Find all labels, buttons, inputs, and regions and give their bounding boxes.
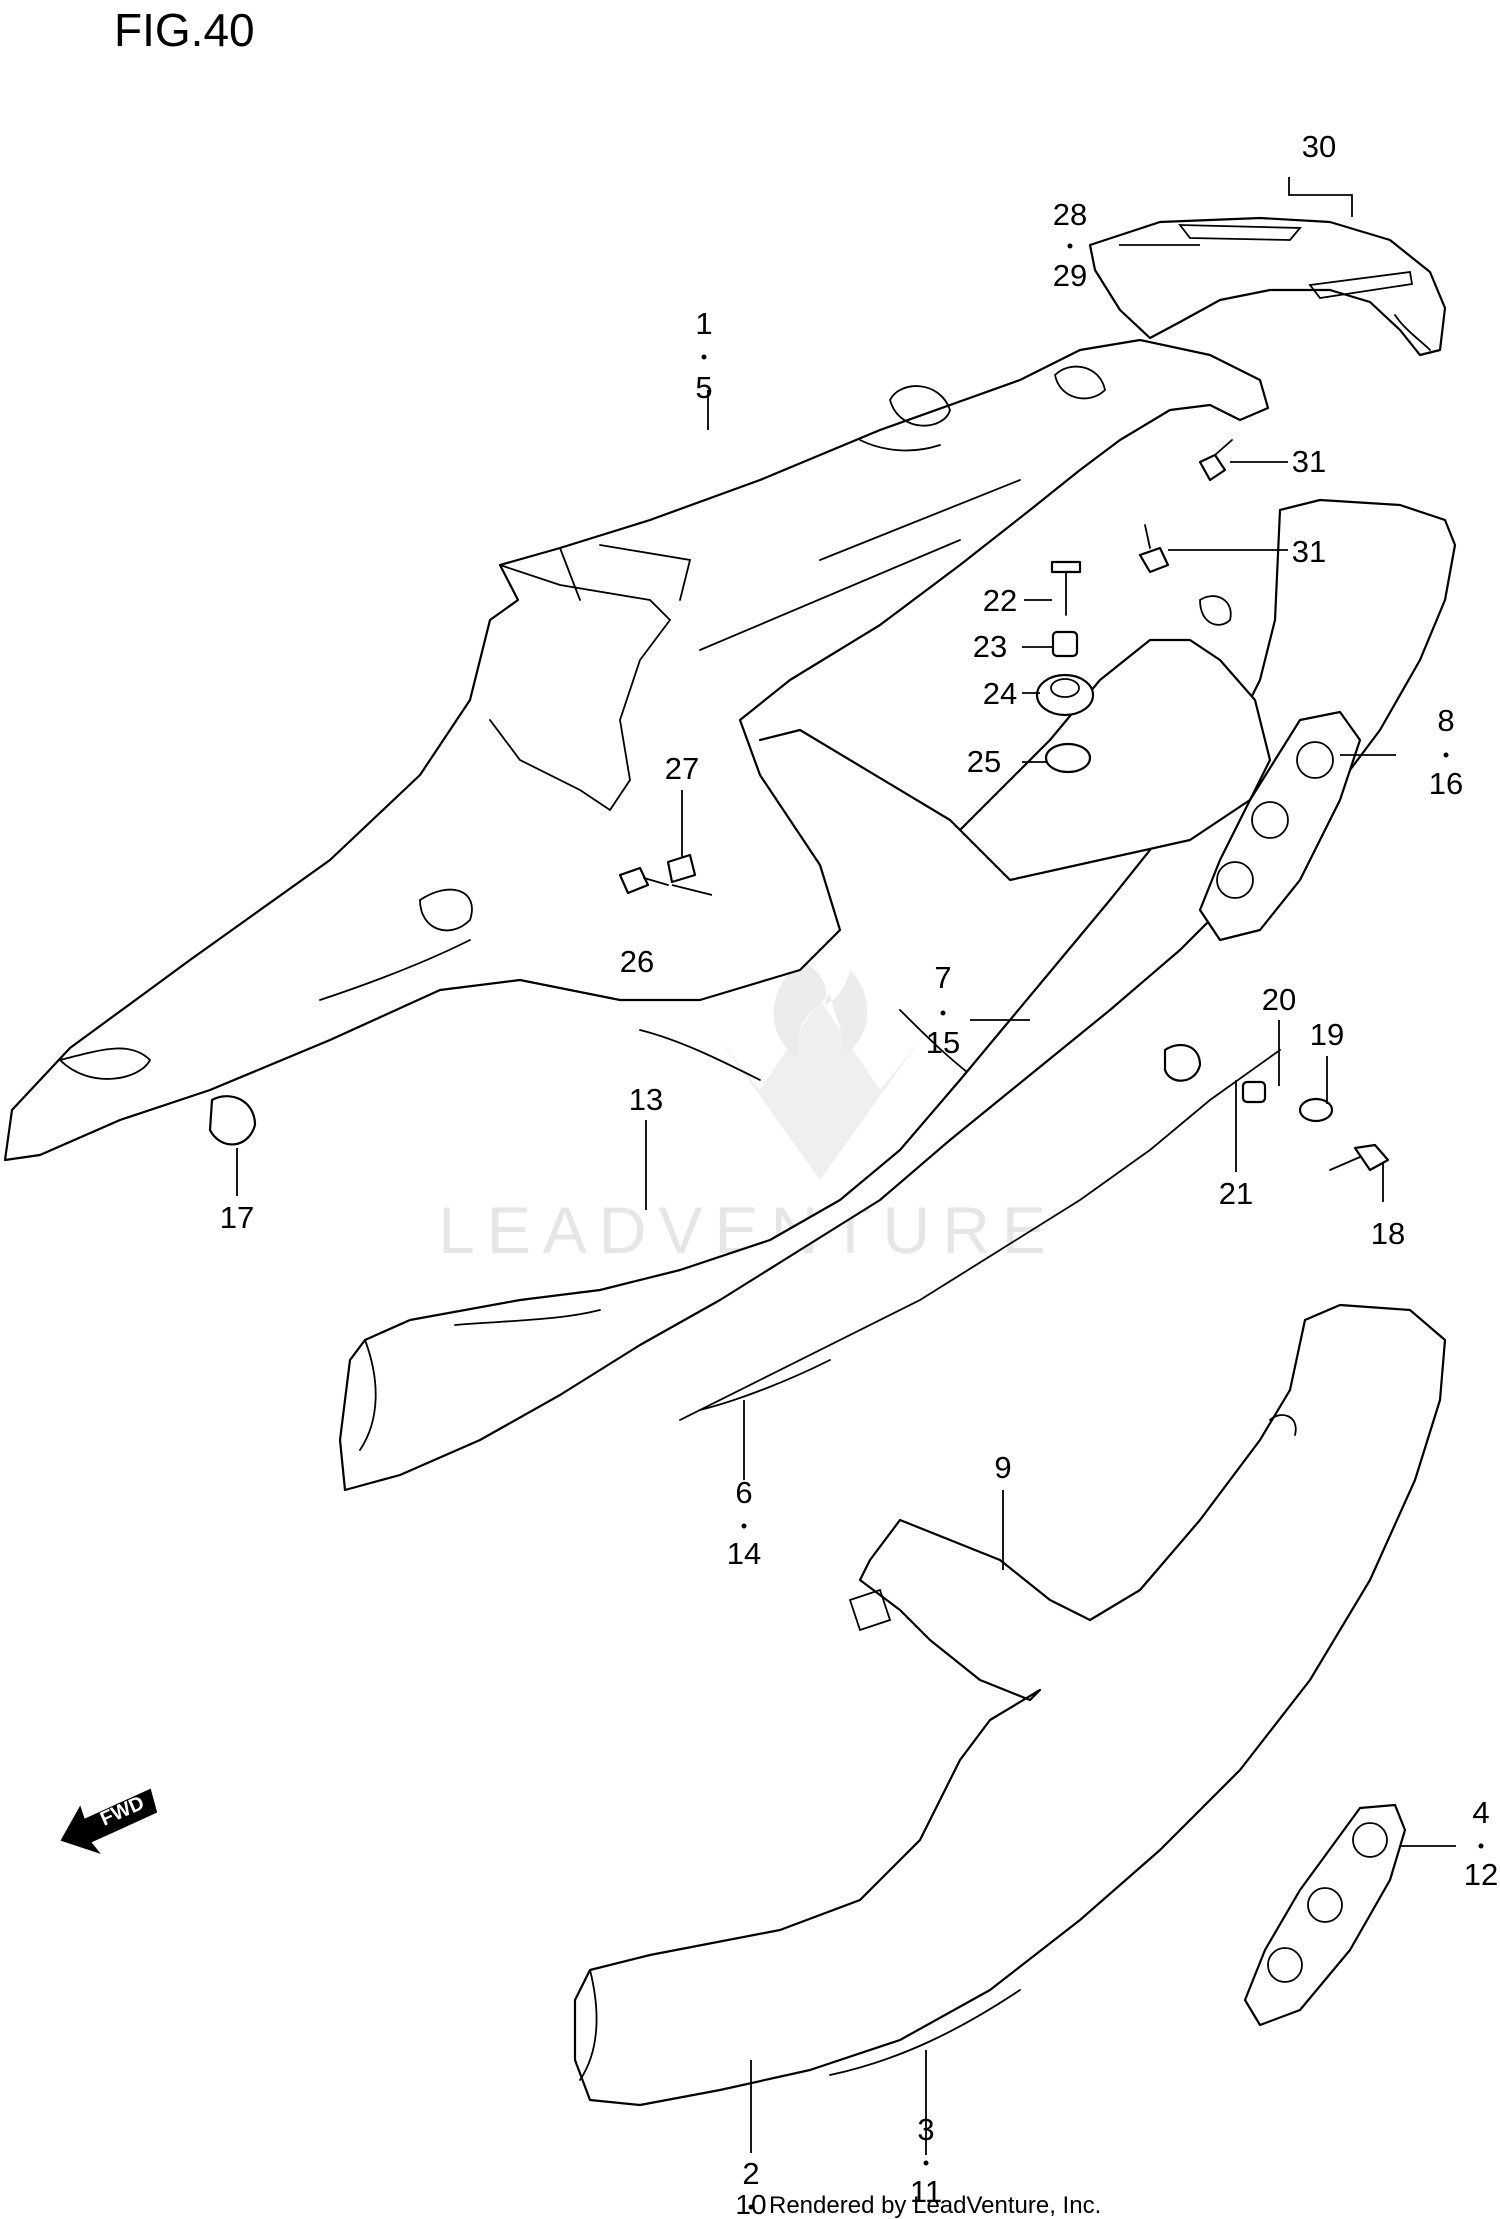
callout-9: 9 — [994, 1450, 1011, 1485]
callout-1: 1 — [695, 306, 712, 341]
callout-6: 6 — [735, 1475, 752, 1510]
callout-28: 28 — [1053, 197, 1087, 232]
callout-12: 12 — [1464, 1857, 1498, 1892]
callout-29: 29 — [1053, 258, 1087, 293]
callout-5: 5 — [695, 370, 712, 405]
emblem-upper — [1198, 710, 1362, 942]
callout-7: 7 — [934, 960, 951, 995]
callout-10: 10 — [735, 2189, 766, 2219]
callout-4: 4 — [1472, 1795, 1489, 1830]
callout-labels: 30 28 29 1 5 31 31 22 23 24 25 8 16 27 2… — [220, 129, 1498, 2210]
leader-lines — [236, 177, 1456, 2155]
footer-credit: Rendered by LeadVenture, Inc. — [769, 2192, 1101, 2219]
tail-housing — [1088, 216, 1447, 357]
callout-14: 14 — [727, 1536, 761, 1571]
callout-30: 30 — [1302, 129, 1336, 164]
fasteners — [208, 439, 1390, 1172]
callout-18: 18 — [1371, 1216, 1405, 1251]
emblem-lower — [1243, 1803, 1407, 2027]
callout-31a: 31 — [1292, 444, 1326, 479]
callout-21: 21 — [1219, 1176, 1253, 1211]
callout-31b: 31 — [1292, 534, 1326, 569]
callout-2: 2 — [742, 2156, 759, 2191]
callout-20: 20 — [1262, 982, 1296, 1017]
seat-tail-cover — [3, 338, 1270, 1162]
footer: 10 Rendered by LeadVenture, Inc. — [735, 2189, 1101, 2219]
callout-19: 19 — [1310, 1017, 1344, 1052]
callout-17: 17 — [220, 1200, 254, 1235]
callout-13: 13 — [629, 1082, 663, 1117]
callout-8: 8 — [1437, 703, 1454, 738]
callout-24: 24 — [983, 676, 1017, 711]
callout-26: 26 — [620, 944, 654, 979]
side-cover-right — [338, 498, 1457, 1492]
callout-23: 23 — [973, 629, 1007, 664]
callout-15: 15 — [926, 1025, 960, 1060]
figure-title: FIG.40 — [114, 4, 255, 56]
callout-11: 11 — [910, 2174, 942, 2209]
fwd-arrow-icon: FWD — [60, 1788, 158, 1855]
callout-25: 25 — [967, 744, 1001, 779]
callout-27: 27 — [665, 751, 699, 786]
callout-22: 22 — [983, 583, 1017, 618]
side-cover-left — [573, 1303, 1447, 2107]
callout-16: 16 — [1429, 766, 1463, 801]
callout-3: 3 — [917, 2112, 934, 2147]
